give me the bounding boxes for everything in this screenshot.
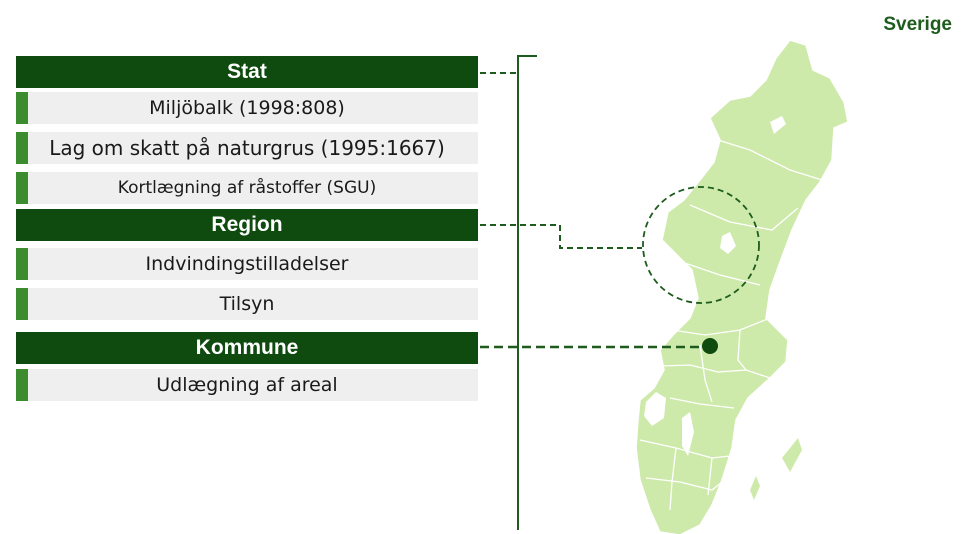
accent-bar	[16, 369, 28, 401]
sweden-map	[635, 39, 849, 534]
kommune-dot	[702, 338, 718, 354]
gotland-island	[782, 438, 802, 472]
border	[675, 259, 761, 286]
border	[689, 204, 799, 231]
header-label: Stat	[227, 60, 267, 83]
border	[645, 477, 723, 491]
list-item: Kortlægning af råstoffer (SGU)	[16, 172, 478, 204]
border	[669, 397, 735, 409]
lake-storsjon	[720, 232, 736, 254]
border	[717, 139, 823, 181]
accent-bar	[16, 132, 28, 164]
item-label: Indvindingstilladelser	[145, 253, 349, 275]
item-label: Miljöbalk (1998:808)	[149, 97, 345, 119]
bracket-line	[517, 55, 537, 530]
border	[669, 447, 677, 511]
list-item: Indvindingstilladelser	[16, 248, 478, 280]
list-item: Udlægning af areal	[16, 369, 478, 401]
border	[639, 439, 731, 459]
header-region: Region	[16, 209, 478, 241]
county-borders	[639, 139, 823, 511]
region-circle	[642, 186, 760, 304]
border	[707, 457, 713, 496]
header-kommune: Kommune	[16, 332, 478, 364]
sweden-mainland	[635, 39, 849, 534]
border	[671, 317, 771, 336]
oland-island	[750, 476, 760, 500]
item-label: Lag om skatt på naturgrus (1995:1667)	[49, 136, 445, 160]
accent-bar	[16, 248, 28, 280]
lake-vanern	[644, 392, 666, 426]
item-label: Kortlægning af råstoffer (SGU)	[117, 178, 377, 198]
lake-north	[770, 116, 786, 134]
accent-bar	[16, 288, 28, 320]
header-label: Kommune	[195, 336, 299, 359]
accent-bar	[16, 92, 28, 124]
lake-vattern	[682, 412, 694, 456]
border	[659, 364, 771, 379]
header-stat: Stat	[16, 56, 478, 88]
accent-bar	[16, 172, 28, 204]
item-label: Tilsyn	[219, 293, 275, 315]
list-item: Lag om skatt på naturgrus (1995:1667)	[16, 132, 478, 164]
list-item: Tilsyn	[16, 288, 478, 320]
border	[737, 329, 747, 371]
border	[699, 344, 713, 403]
list-item: Miljöbalk (1998:808)	[16, 92, 478, 124]
region-connector	[480, 224, 642, 249]
item-label: Udlægning af areal	[156, 374, 338, 396]
header-label: Region	[211, 213, 283, 236]
country-label: Sverige	[883, 14, 952, 35]
